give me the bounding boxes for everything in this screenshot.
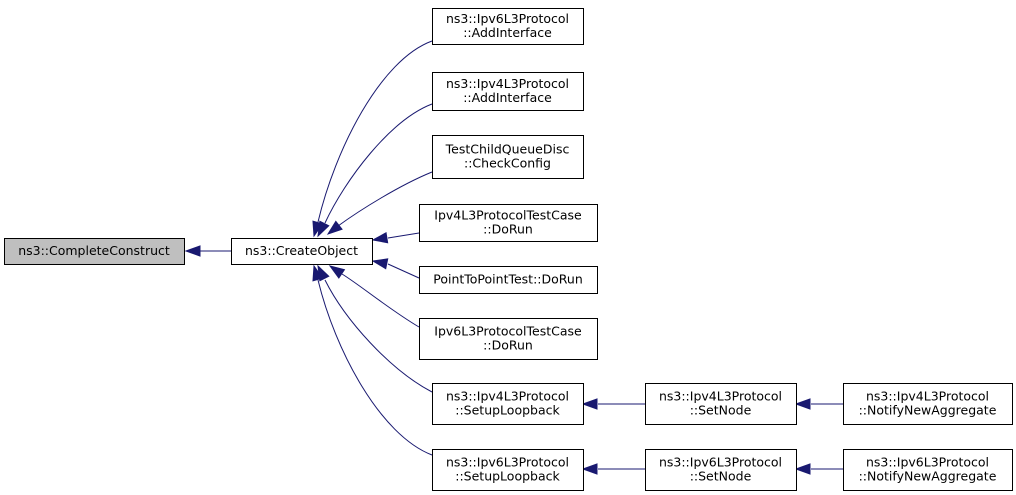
node-label: Ipv6L3ProtocolTestCase — [434, 324, 582, 339]
node-box[interactable] — [645, 449, 797, 491]
node-label: ::DoRun — [483, 222, 533, 237]
edge-create_object-to-complete_construct — [184, 245, 231, 257]
node-box[interactable] — [432, 383, 584, 425]
edge-line — [324, 103, 433, 224]
node-ipv4_addinterface[interactable]: ns3::Ipv4L3Protocol::AddInterface — [432, 72, 584, 111]
edge-ipv4_testcase_dorun-to-create_object — [371, 232, 420, 244]
node-box[interactable] — [231, 238, 373, 265]
node-ipv4_testcase_dorun[interactable]: Ipv4L3ProtocolTestCase::DoRun — [419, 204, 598, 242]
node-label: ns3::Ipv4L3Protocol — [866, 389, 989, 404]
node-label: ns3::Ipv4L3Protocol — [446, 389, 569, 404]
node-label: ns3::Ipv6L3Protocol — [659, 455, 782, 470]
arrowhead — [326, 220, 343, 235]
node-ipv6_setnode[interactable]: ns3::Ipv6L3Protocol::SetNode — [645, 449, 797, 491]
edge-ipv6_testcase_dorun-to-create_object — [328, 265, 420, 328]
arrowhead — [184, 245, 201, 257]
node-box[interactable] — [432, 449, 584, 491]
node-box[interactable] — [419, 204, 598, 242]
arrowhead — [371, 258, 389, 270]
edge-line — [387, 263, 420, 279]
node-ipv6_setuploopback[interactable]: ns3::Ipv6L3Protocol::SetupLoopback — [432, 449, 584, 491]
node-ipv6_addinterface[interactable]: ns3::Ipv6L3Protocol::AddInterface — [432, 8, 584, 45]
edge-ipv4_notify-to-ipv4_setnode — [794, 398, 843, 410]
edge-ipv4_setuploopback-to-create_object — [317, 264, 433, 393]
node-label: ns3::CompleteConstruct — [18, 243, 170, 258]
edge-line — [387, 232, 420, 239]
node-label: ns3::CreateObject — [245, 243, 358, 258]
edge-line — [341, 273, 420, 328]
node-label: ns3::Ipv4L3Protocol — [659, 389, 782, 404]
node-label: ::NotifyNewAggregate — [859, 469, 997, 484]
node-box[interactable] — [419, 266, 598, 294]
node-label: PointToPointTest::DoRun — [433, 272, 583, 287]
node-box[interactable] — [419, 318, 598, 360]
node-create_object[interactable]: ns3::CreateObject — [231, 238, 373, 265]
edge-line — [337, 171, 433, 227]
node-label: ::SetNode — [690, 469, 752, 484]
arrowhead — [794, 398, 811, 410]
node-ipv4_setnode[interactable]: ns3::Ipv4L3Protocol::SetNode — [645, 383, 797, 425]
edge-line — [324, 279, 433, 393]
node-label: ::SetNode — [690, 403, 752, 418]
node-complete_construct[interactable]: ns3::CompleteConstruct — [4, 238, 185, 265]
edge-ipv4_addinterface-to-create_object — [317, 103, 433, 238]
node-label: ::DoRun — [483, 338, 533, 353]
edge-line — [317, 279, 433, 456]
edge-line — [317, 40, 433, 223]
edge-ipv6_notify-to-ipv6_setnode — [794, 463, 843, 475]
arrowhead — [371, 232, 389, 244]
arrowhead — [581, 398, 598, 410]
arrowhead — [312, 264, 324, 282]
node-label: ::SetupLoopback — [455, 469, 560, 484]
node-box[interactable] — [843, 383, 1013, 425]
node-p2p_dorun[interactable]: PointToPointTest::DoRun — [419, 266, 598, 294]
edge-ipv6_addinterface-to-create_object — [312, 40, 433, 238]
node-label: ::SetupLoopback — [455, 403, 560, 418]
node-box[interactable] — [432, 72, 584, 111]
node-label: ::AddInterface — [463, 90, 552, 105]
node-label: TestChildQueueDisc — [445, 142, 570, 157]
node-box[interactable] — [432, 8, 584, 45]
node-ipv4_setuploopback[interactable]: ns3::Ipv4L3Protocol::SetupLoopback — [432, 383, 584, 425]
node-label: ns3::Ipv6L3Protocol — [866, 455, 989, 470]
edges-layer — [184, 40, 843, 475]
edge-p2p_dorun-to-create_object — [371, 258, 420, 279]
edge-ipv6_setuploopback-to-create_object — [312, 264, 433, 456]
node-testchild_checkconfig[interactable]: TestChildQueueDisc::CheckConfig — [432, 135, 584, 179]
node-label: ns3::Ipv4L3Protocol — [446, 76, 569, 91]
node-box[interactable] — [843, 449, 1013, 491]
node-label: Ipv4L3ProtocolTestCase — [434, 208, 582, 223]
arrowhead — [794, 463, 811, 475]
node-label: ::NotifyNewAggregate — [859, 403, 997, 418]
arrowhead — [581, 463, 598, 475]
node-ipv4_notify[interactable]: ns3::Ipv4L3Protocol::NotifyNewAggregate — [843, 383, 1013, 425]
node-label: ns3::Ipv6L3Protocol — [446, 455, 569, 470]
node-ipv6_testcase_dorun[interactable]: Ipv6L3ProtocolTestCase::DoRun — [419, 318, 598, 360]
edge-ipv4_setnode-to-ipv4_setuploopback — [581, 398, 645, 410]
edge-ipv6_setnode-to-ipv6_setuploopback — [581, 463, 645, 475]
edge-testchild_checkconfig-to-create_object — [326, 171, 433, 235]
arrowhead — [317, 220, 330, 238]
node-ipv6_notify[interactable]: ns3::Ipv6L3Protocol::NotifyNewAggregate — [843, 449, 1013, 491]
node-box[interactable] — [4, 238, 185, 265]
node-label: ::AddInterface — [463, 25, 552, 40]
arrowhead — [328, 265, 346, 279]
node-label: ns3::Ipv6L3Protocol — [446, 11, 569, 26]
node-box[interactable] — [432, 135, 584, 179]
node-box[interactable] — [645, 383, 797, 425]
node-label: ::CheckConfig — [464, 156, 551, 171]
